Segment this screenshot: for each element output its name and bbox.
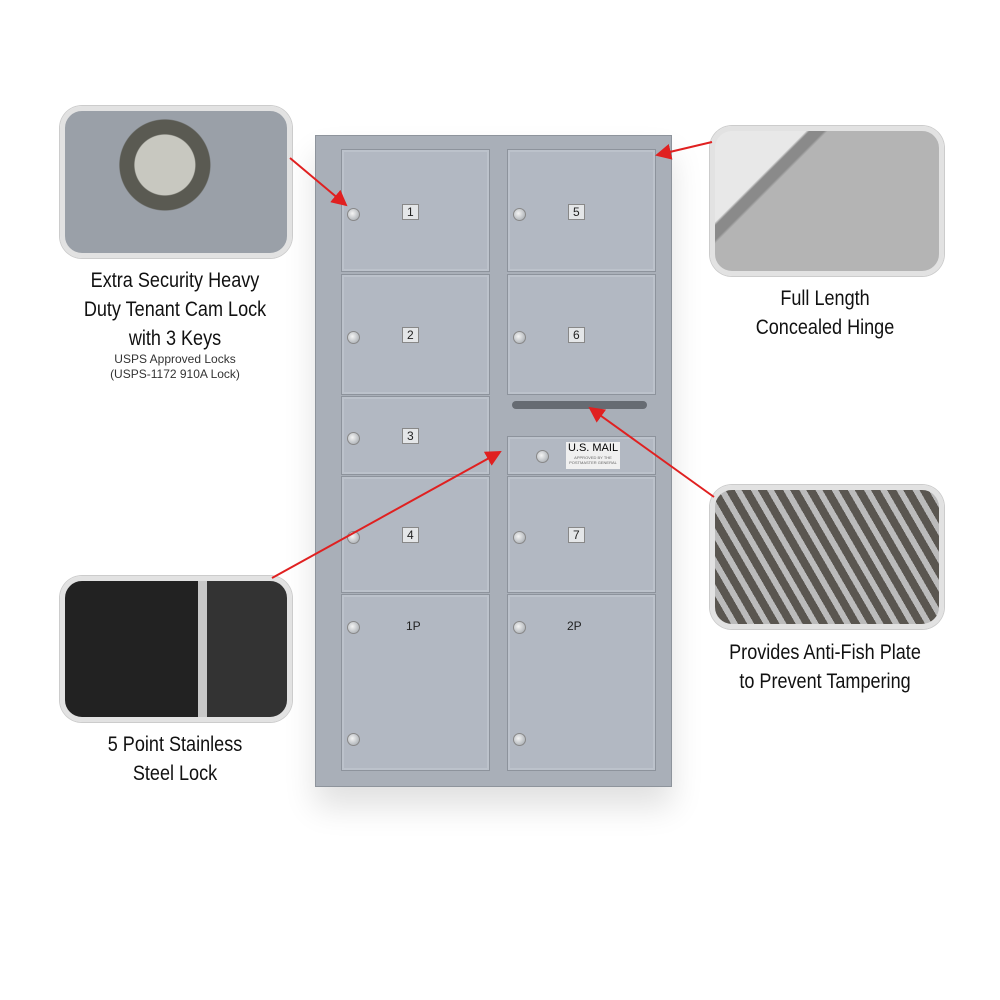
usmail-plate: U.S. MAIL APPROVED BY THE POSTMASTER GEN…: [566, 442, 620, 469]
usmail-label: U.S. MAIL: [567, 442, 619, 454]
caption-line: Provides Anti-Fish Plate: [729, 641, 921, 664]
mailbox-cabinet: 1 2 3 4 1P 5 6 U.S. MAIL APPROVED BY THE…: [315, 135, 672, 787]
stainless-caption: 5 Point Stainless Steel Lock: [59, 730, 291, 788]
hinge-caption: Full Length Concealed Hinge: [709, 284, 941, 342]
lock-icon: [513, 531, 526, 544]
lock-icon: [513, 208, 526, 221]
caption-line: Duty Tenant Cam Lock: [83, 298, 267, 321]
anti-fish-caption: Provides Anti-Fish Plate to Prevent Tamp…: [700, 638, 949, 696]
door-number: 4: [402, 527, 419, 543]
caption-line: to Prevent Tampering: [739, 670, 911, 693]
stainless-lock-closeup: [60, 576, 292, 722]
caption-sub-line: (USPS-1172 910A Lock): [110, 367, 240, 381]
door-number: 1P: [406, 619, 421, 633]
lock-icon: [347, 432, 360, 445]
lock-icon: [347, 621, 360, 634]
lock-icon: [513, 621, 526, 634]
caption-line: Steel Lock: [132, 762, 218, 785]
hinge-closeup: [710, 126, 944, 276]
caption-line: with 3 Keys: [128, 327, 222, 350]
door-number: 6: [568, 327, 585, 343]
caption-line: Full Length: [780, 287, 870, 310]
door-number: 1: [402, 204, 419, 220]
caption-sub-line: USPS Approved Locks: [114, 352, 236, 366]
caption-line: 5 Point Stainless: [107, 733, 243, 756]
door-5: 5: [507, 149, 656, 272]
usmail-panel: U.S. MAIL APPROVED BY THE POSTMASTER GEN…: [507, 436, 656, 475]
cam-lock-closeup: [60, 106, 292, 258]
door-number: 5: [568, 204, 585, 220]
lock-icon: [347, 331, 360, 344]
door-7: 7: [507, 476, 656, 593]
door-6: 6: [507, 274, 656, 395]
lock-icon: [347, 208, 360, 221]
door-4: 4: [341, 476, 490, 593]
cam-lock-caption: Extra Security Heavy Duty Tenant Cam Loc…: [59, 266, 291, 353]
lock-icon: [513, 733, 526, 746]
door-number: 3: [402, 428, 419, 444]
door-3: 3: [341, 396, 490, 475]
caption-line: Concealed Hinge: [755, 316, 895, 339]
lock-icon: [513, 331, 526, 344]
cam-lock-subcaption: USPS Approved Locks (USPS-1172 910A Lock…: [40, 352, 310, 382]
door-number: 2: [402, 327, 419, 343]
door-2: 2: [341, 274, 490, 395]
caption-line: Extra Security Heavy: [90, 269, 260, 292]
door-1p: 1P: [341, 594, 490, 771]
arrow-anti-fish: [588, 406, 715, 498]
arrow-cam-lock: [289, 157, 348, 207]
anti-fish-plate-closeup: [710, 485, 944, 629]
lock-icon: [347, 733, 360, 746]
arrow-hinge: [655, 141, 713, 160]
lock-icon: [536, 450, 549, 463]
outgoing-mail-slot: [512, 401, 647, 409]
usmail-sub: APPROVED BY THE POSTMASTER GENERAL: [569, 455, 617, 465]
arrow-stainless-lock: [271, 451, 502, 579]
door-number: 7: [568, 527, 585, 543]
door-1: 1: [341, 149, 490, 272]
door-2p: 2P: [507, 594, 656, 771]
door-number: 2P: [567, 619, 582, 633]
